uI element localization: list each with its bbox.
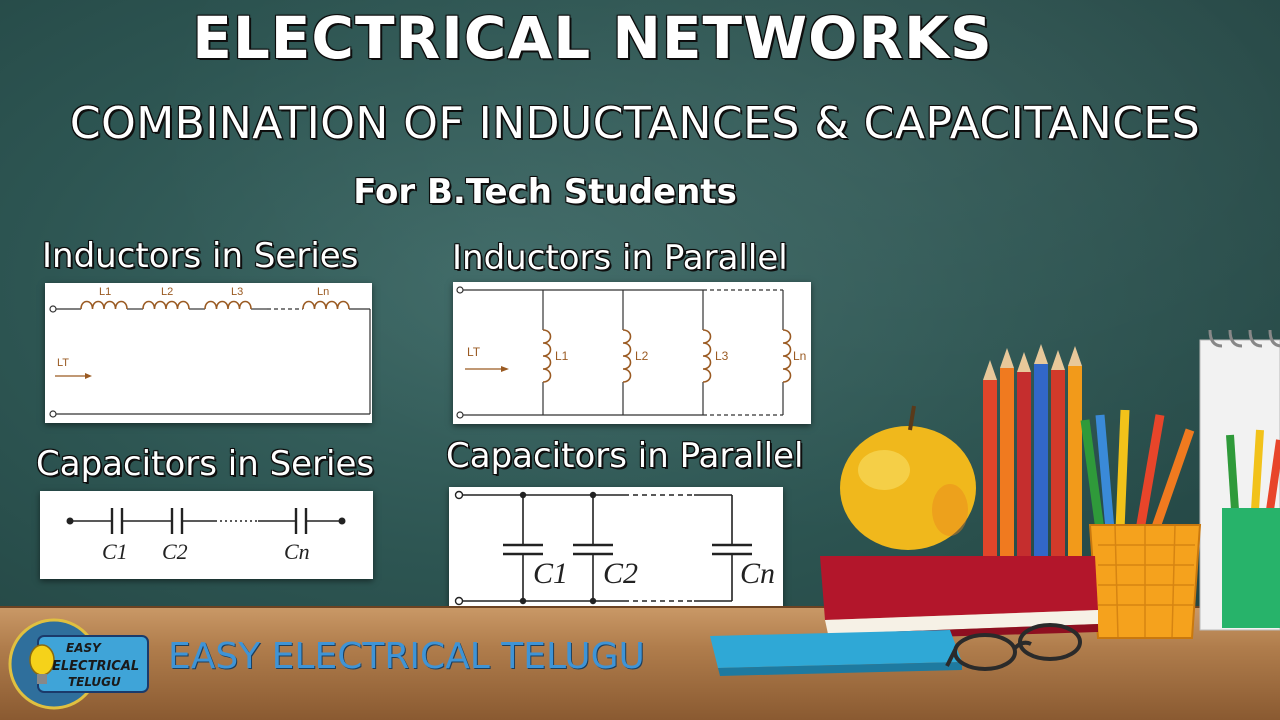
label-l3: L3 [231, 286, 243, 298]
capacitor-c1-icon [110, 508, 124, 534]
label-l1: L1 [555, 349, 569, 363]
inductors-parallel-heading: Inductors in Parallel [452, 238, 788, 278]
label-ln: Ln [317, 286, 329, 298]
inductor-ln-coil-icon [302, 300, 350, 310]
terminal-bottom-icon [456, 411, 464, 419]
terminal-top-icon [456, 286, 464, 294]
inductor-l3-coil-icon [204, 300, 252, 310]
green-cup-icon [1222, 429, 1280, 628]
inductor-l2-coil-icon [622, 329, 632, 383]
audience-line: For B.Tech Students [353, 172, 737, 212]
inductor-l2-coil-icon [142, 300, 190, 310]
label-c2: C2 [162, 539, 188, 564]
inductor-l1-coil-icon [542, 329, 552, 383]
terminal-top-icon [49, 305, 57, 313]
terminal-left-icon [66, 517, 74, 525]
label-cn: Cn [284, 539, 310, 564]
label-current: LT [467, 345, 481, 359]
inductors-parallel-diagram: L1 L2 L3 Ln LT [453, 282, 811, 424]
junction-icon [519, 597, 527, 605]
apple-icon [840, 405, 976, 550]
capacitor-cn-icon [294, 508, 308, 534]
label-l1: L1 [99, 286, 111, 298]
capacitors-series-heading: Capacitors in Series [36, 444, 375, 484]
inductor-l1-coil-icon [80, 300, 128, 310]
channel-logo: EASY ELECTRICAL TELUGU [8, 618, 149, 710]
label-c2: C2 [603, 557, 638, 590]
blue-notebook-icon [710, 630, 962, 676]
inductor-ln-coil-icon [782, 329, 792, 383]
capacitors-parallel-diagram: C1 C2 Cn [449, 487, 783, 609]
channel-name: EASY ELECTRICAL TELUGU [168, 636, 645, 677]
inductors-parallel-svg: L1 L2 L3 Ln LT [456, 286, 806, 419]
capacitor-c2-icon [170, 508, 184, 534]
label-c1: C1 [102, 539, 128, 564]
terminal-bottom-icon [49, 410, 57, 418]
label-l3: L3 [715, 349, 729, 363]
label-l2: L2 [161, 286, 173, 298]
pencil-cup-icon [1080, 409, 1202, 639]
terminal-top-icon [454, 490, 464, 500]
desk-scenery [710, 329, 1280, 676]
capacitor-cn-icon [712, 543, 752, 556]
label-ln: Ln [793, 349, 806, 363]
inductor-l3-coil-icon [702, 329, 712, 383]
capacitors-parallel-heading: Capacitors in Parallel [446, 436, 804, 476]
junction-icon [519, 491, 527, 499]
lightbulb-icon [29, 644, 55, 684]
terminal-right-icon [338, 517, 346, 525]
capacitor-c1-icon [503, 543, 543, 556]
junction-icon [589, 597, 597, 605]
junction-icon [589, 491, 597, 499]
capacitors-series-diagram: C1 C2 Cn [40, 491, 373, 579]
terminal-bottom-icon [454, 596, 464, 606]
logo-line-1: EASY [66, 641, 102, 655]
pencils-icon [983, 344, 1082, 586]
label-current: LT [57, 357, 69, 369]
subtitle: COMBINATION OF INDUCTANCES & CAPACITANCE… [69, 98, 1201, 149]
current-arrowhead-icon [85, 373, 92, 379]
label-c1: C1 [533, 557, 568, 590]
logo-line-2: ELECTRICAL [52, 659, 139, 674]
capacitors-series-svg: C1 C2 Cn [66, 508, 346, 564]
main-title: ELECTRICAL NETWORKS [192, 4, 993, 72]
logo-line-3: TELUGU [68, 675, 121, 689]
inductors-series-svg: L1 L2 L3 Ln LT [49, 286, 371, 418]
label-cn: Cn [740, 557, 775, 590]
capacitor-c2-icon [573, 543, 613, 556]
inductors-series-heading: Inductors in Series [42, 236, 359, 276]
current-arrowhead-icon [501, 366, 509, 372]
red-book-icon [820, 556, 1098, 640]
label-l2: L2 [635, 349, 649, 363]
eyeglasses-icon [945, 623, 1082, 671]
capacitors-parallel-svg: C1 C2 Cn [454, 490, 775, 606]
inductors-series-diagram: L1 L2 L3 Ln LT [45, 283, 372, 423]
